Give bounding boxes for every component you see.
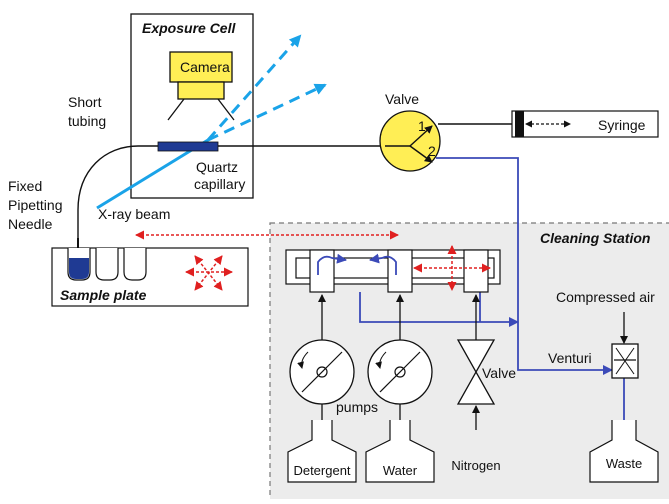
bottle-label-waste: Waste bbox=[606, 456, 642, 471]
quartz-label-2: capillary bbox=[194, 176, 245, 192]
camera-label: Camera bbox=[180, 59, 230, 75]
pumps-label: pumps bbox=[336, 399, 378, 415]
top-valve: Valve 1 2 bbox=[379, 91, 441, 172]
exposure-cell-title: Exposure Cell bbox=[142, 20, 236, 36]
sample-well-filled bbox=[69, 258, 89, 279]
port-1-label: 1 bbox=[418, 118, 426, 134]
venturi: Compressed air Venturi bbox=[548, 289, 655, 379]
short-label-2: tubing bbox=[68, 113, 106, 129]
cleaning-trough bbox=[285, 245, 501, 293]
venturi-label: Venturi bbox=[548, 350, 592, 366]
bottle-label-detergent: Detergent bbox=[293, 463, 350, 478]
quartz-label-1: Quartz bbox=[196, 159, 238, 175]
camera-body bbox=[169, 51, 233, 83]
nitrogen-valve-label: Valve bbox=[482, 365, 516, 381]
xray-label: X-ray beam bbox=[98, 206, 170, 222]
port-2-label: 2 bbox=[428, 143, 436, 159]
syringe: Syringe bbox=[438, 110, 659, 138]
quartz-capillary bbox=[157, 141, 219, 152]
bottle-water: Water bbox=[365, 420, 435, 483]
pump-water bbox=[367, 294, 433, 440]
sample-plate-label: Sample plate bbox=[60, 287, 147, 303]
exposure-cell: Exposure Cell Camera bbox=[130, 13, 254, 199]
pump-detergent bbox=[289, 294, 355, 440]
short-label-1: Short bbox=[68, 94, 102, 110]
nitrogen-valve: Valve bbox=[456, 294, 516, 430]
cleaning-station-title: Cleaning Station bbox=[540, 230, 650, 246]
bottle-waste: Waste bbox=[589, 420, 659, 483]
bottle-detergent: Detergent bbox=[287, 420, 357, 483]
needle-label-2: Pipetting bbox=[8, 197, 62, 213]
camera-lens bbox=[177, 81, 225, 100]
needle-label-3: Needle bbox=[8, 216, 53, 232]
top-valve-label: Valve bbox=[385, 91, 419, 107]
short-tubing bbox=[77, 145, 139, 238]
flow-lines bbox=[359, 157, 629, 441]
compressed-air-label: Compressed air bbox=[556, 289, 655, 305]
needle-label-1: Fixed bbox=[8, 178, 42, 194]
syringe-label: Syringe bbox=[598, 117, 646, 133]
bottle-label-water: Water bbox=[383, 463, 418, 478]
sample-plate: Sample plate bbox=[51, 247, 249, 307]
nitrogen-label: Nitrogen bbox=[451, 458, 500, 473]
